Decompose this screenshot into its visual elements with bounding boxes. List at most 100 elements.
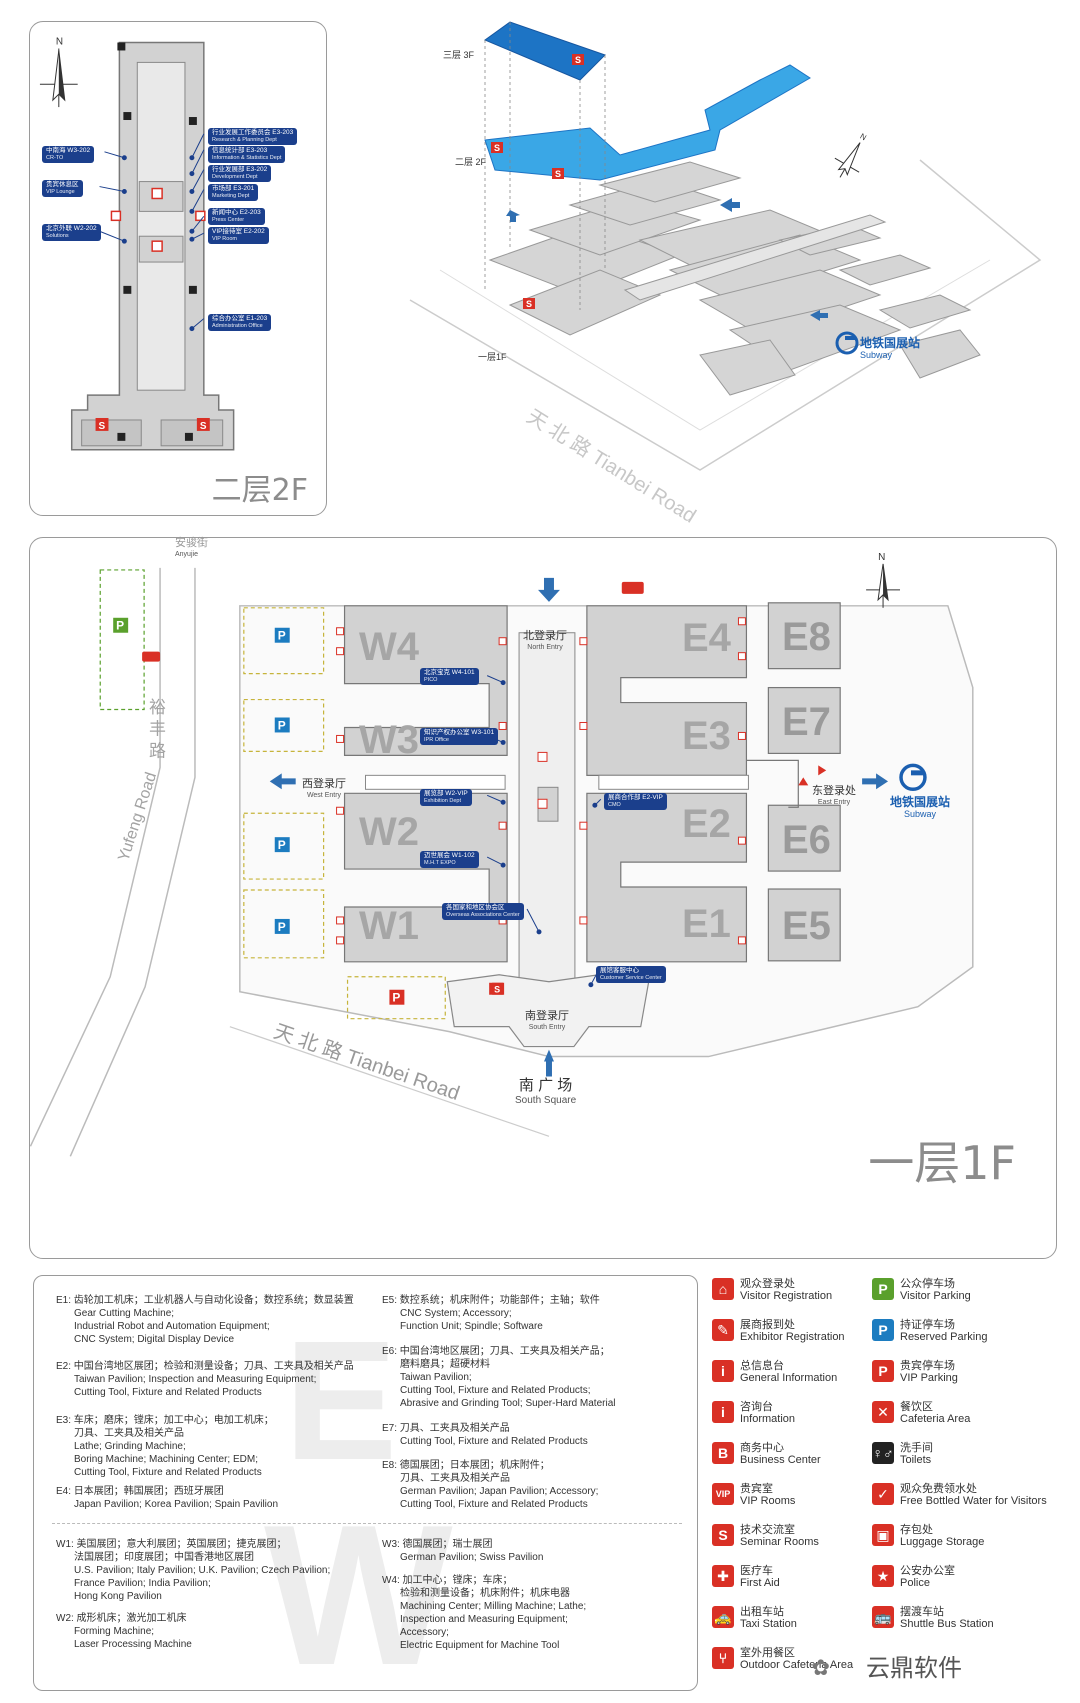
exhibit-line: Gear Cutting Machine; — [74, 1308, 175, 1319]
exhibit-line: Cutting Tool, Fixture and Related Produc… — [400, 1436, 588, 1447]
general-info-icon: i — [712, 1360, 734, 1382]
north-arrow-icon: N — [39, 37, 78, 108]
floor1-plan: N P P P P P P S — [30, 552, 974, 1157]
legend-label-cn: 观众登录处 — [740, 1278, 795, 1290]
svg-text:P: P — [278, 920, 286, 934]
exhibit-line: Hong Kong Pavilion — [74, 1591, 162, 1602]
svg-text:S: S — [494, 143, 500, 153]
road-yufeng-cn: 裕 丰 路 — [146, 698, 165, 759]
svg-text:P: P — [278, 838, 286, 852]
legend-label-cn: 存包处 — [900, 1524, 933, 1536]
exhibit-line: Function Unit; Spindle; Software — [400, 1321, 543, 1332]
legend-label-en: VIP Rooms — [740, 1495, 796, 1507]
hall-e2: E2 — [682, 802, 731, 846]
iso-floor2-label: 二层 2F — [455, 157, 487, 167]
floor2-label: 二层2F — [211, 473, 308, 508]
legend-label-cn: 持证停车场 — [900, 1319, 955, 1331]
legend-label-en: Information — [740, 1413, 796, 1425]
svg-text:N: N — [858, 132, 868, 143]
toilets-icon: ♀♂ — [872, 1442, 894, 1464]
vip-icon: VIP — [712, 1483, 734, 1505]
svg-text:P: P — [392, 991, 400, 1005]
svg-text:P: P — [116, 619, 124, 633]
legend-label-cn: 咨询台 — [740, 1401, 773, 1413]
exhibit-line: German Pavilion; Swiss Pavilion — [400, 1552, 544, 1563]
floor1-panel: N P P P P P P S — [29, 537, 1057, 1259]
exhibit-line: Taiwan Pavilion; — [400, 1372, 472, 1383]
exhibit-line: Cutting Tool, Fixture and Related Produc… — [74, 1387, 262, 1398]
iso-floor3-label: 三层 3F — [443, 50, 475, 60]
wechat-icon: ✿ — [811, 1655, 830, 1680]
visitor-parking-icon: P — [872, 1278, 894, 1300]
exhibit-w1: W1: 美国展团；意大利展团；英国展团；捷克展团；法国展团；印度展团；中国香港地… — [56, 1539, 331, 1602]
cafeteria-icon: ✕ — [872, 1401, 894, 1423]
legend-label-en: Shuttle Bus Station — [900, 1618, 994, 1630]
exhibit-line: 刀具、工夹具及相关产品 — [74, 1428, 184, 1439]
seminar-icon: S — [712, 1524, 734, 1546]
hall-e3: E3 — [682, 714, 731, 758]
exhibit-line: 检验和测量设备；机床附件；机床电器 — [400, 1588, 570, 1599]
svg-text:S: S — [526, 299, 532, 309]
legend-label-cn: 公众停车场 — [900, 1278, 955, 1290]
svg-text:P: P — [278, 629, 286, 643]
legend-label-en: Seminar Rooms — [740, 1536, 819, 1548]
seminar-room-icon — [95, 417, 109, 431]
exhibit-line: 法国展团；印度展团；中国香港地区展团 — [74, 1552, 254, 1563]
police-icon: ★ — [872, 1565, 894, 1587]
registration-icon: ⌂ — [712, 1278, 734, 1300]
isometric-view: S S S S N 三层 3F 二层 2F 一层1F 天 北 路 Tianbei… — [400, 10, 1060, 530]
legend-label-en: Reserved Parking — [900, 1331, 988, 1343]
legend-label-cn: 洗手间 — [900, 1442, 933, 1454]
seminar-room-icon — [196, 417, 210, 431]
legend-label-en: Cafeteria Area — [900, 1413, 971, 1425]
legend-label-en: General Information — [740, 1372, 838, 1384]
legend-label-cn: 出租车站 — [740, 1606, 784, 1618]
exhibit-line: 磨料磨具；超硬材料 — [400, 1359, 490, 1370]
legend-label-en: Visitor Parking — [900, 1290, 971, 1302]
legend-label-en: VIP Parking — [900, 1372, 958, 1384]
hall-w2: W2 — [359, 810, 419, 854]
hall-w4: W4 — [359, 625, 419, 669]
hall-e6: E6 — [782, 818, 831, 862]
exhibit-line: Japan Pavilion; Korea Pavilion; Spain Pa… — [74, 1499, 279, 1510]
exhibit-line: U.S. Pavilion; Italy Pavilion; U.K. Pavi… — [74, 1565, 331, 1576]
hall-e8: E8 — [782, 615, 831, 659]
hall-e7: E7 — [782, 700, 831, 744]
vip-parking-icon: P — [872, 1360, 894, 1382]
exhibit-line: Machining Center; Milling Machine; Lathe… — [400, 1601, 587, 1612]
svg-text:S: S — [99, 421, 106, 432]
svg-text:S: S — [555, 169, 561, 179]
exhibit-line: Accessory; — [400, 1627, 449, 1638]
